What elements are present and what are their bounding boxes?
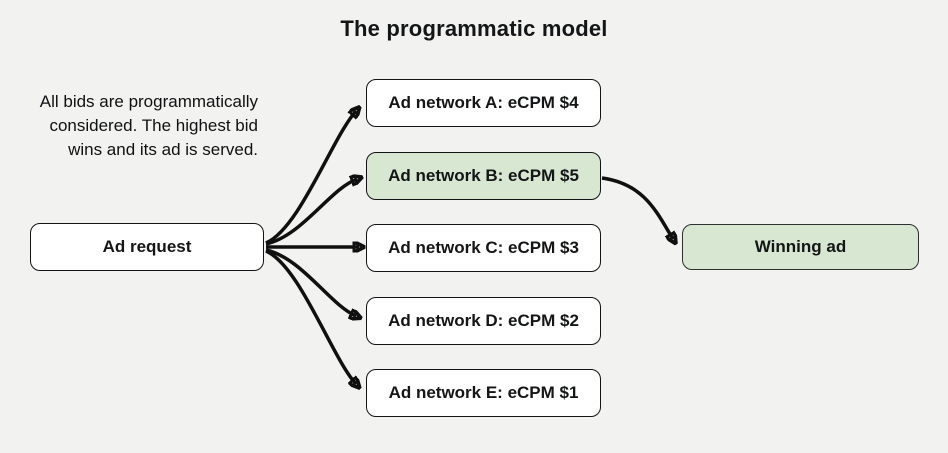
node-ad-network-a-label: Ad network A: eCPM $4 (388, 93, 579, 112)
node-ad-network-b-label: Ad network B: eCPM $5 (388, 166, 579, 185)
node-winning-ad-label: Winning ad (754, 237, 847, 256)
node-winning-ad: Winning ad (682, 224, 919, 270)
node-ad-network-e: Ad network E: eCPM $1 (366, 369, 601, 417)
description-line-2: considered. The highest bid (49, 116, 258, 135)
arrow-network-b-to-winning-ad (601, 176, 673, 239)
description-line-1: All bids are programmatically (39, 92, 258, 111)
arrow-ad-request-to-network-b (265, 179, 357, 246)
node-ad-network-b: Ad network B: eCPM $5 (366, 152, 601, 200)
description-text: All bids are programmatically considered… (10, 90, 258, 162)
node-ad-network-c-label: Ad network C: eCPM $3 (388, 238, 579, 257)
node-ad-request: Ad request (30, 223, 264, 271)
node-ad-network-c: Ad network C: eCPM $3 (366, 224, 601, 272)
node-ad-request-label: Ad request (102, 237, 192, 256)
arrow-ad-request-to-network-d (265, 248, 356, 316)
arrow-ad-request-to-network-e (265, 249, 356, 384)
node-ad-network-d: Ad network D: eCPM $2 (366, 297, 601, 345)
node-ad-network-d-label: Ad network D: eCPM $2 (388, 311, 579, 330)
description-line-3: wins and its ad is served. (68, 140, 258, 159)
node-ad-network-a: Ad network A: eCPM $4 (366, 79, 601, 127)
node-ad-network-e-label: Ad network E: eCPM $1 (388, 383, 579, 402)
arrow-ad-request-to-network-a (265, 111, 356, 245)
diagram-title: The programmatic model (340, 16, 608, 41)
